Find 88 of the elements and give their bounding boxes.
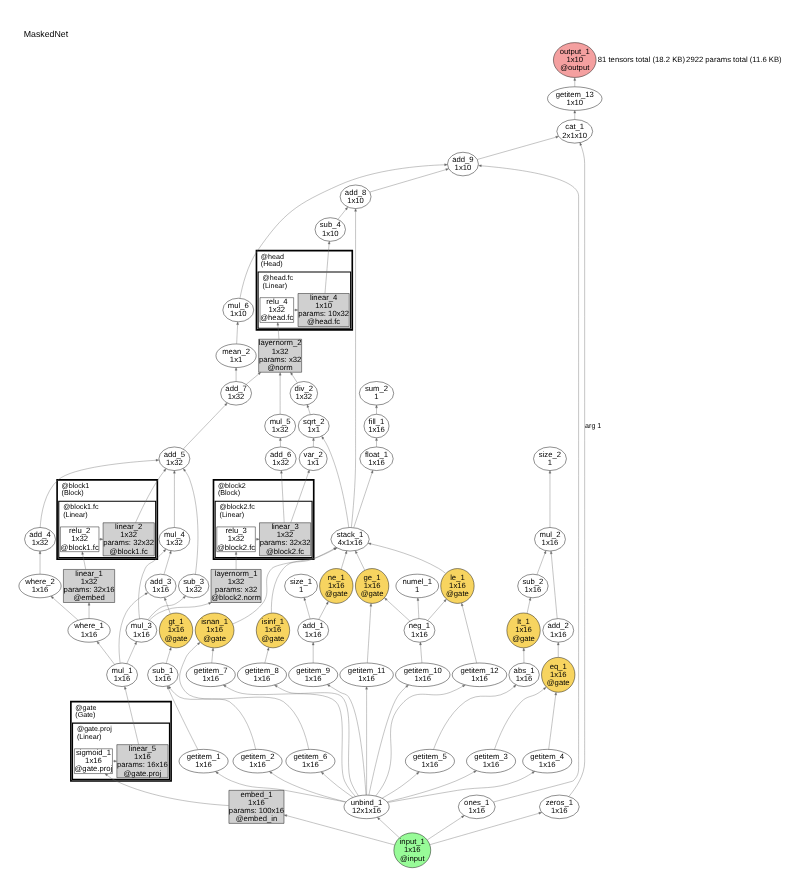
arrow — [269, 770, 347, 802]
arrow — [557, 641, 560, 657]
arrow — [381, 770, 420, 798]
arrow — [179, 641, 309, 749]
arrow — [536, 549, 547, 574]
arrow — [135, 467, 167, 522]
arrow — [303, 596, 311, 619]
arrow — [324, 240, 331, 293]
arrow — [321, 435, 349, 527]
arrow — [124, 685, 139, 744]
arrow — [50, 594, 79, 620]
arrow — [573, 109, 576, 119]
arrow — [183, 401, 228, 449]
arrow — [96, 640, 115, 664]
arrow — [234, 550, 238, 569]
arrow — [550, 549, 558, 618]
arrow — [477, 135, 559, 159]
arrow — [81, 550, 86, 569]
arrow — [367, 541, 446, 573]
arrow — [166, 646, 172, 663]
arrow — [375, 403, 378, 414]
arrow — [239, 162, 448, 298]
arrow — [126, 640, 137, 663]
arrow — [522, 646, 525, 663]
arrow — [327, 683, 367, 795]
arrow — [351, 207, 357, 527]
arrow — [173, 469, 176, 527]
arrow — [118, 591, 148, 663]
arrow — [232, 546, 338, 624]
arrow — [384, 596, 411, 621]
arrow — [274, 683, 359, 795]
arrow — [264, 646, 270, 663]
arrow — [375, 683, 466, 796]
arrow — [321, 770, 354, 797]
arrow — [246, 371, 261, 384]
arrow — [494, 685, 547, 749]
arrow — [223, 683, 356, 796]
arrow — [312, 436, 315, 447]
arrow — [168, 684, 256, 749]
arrow — [353, 469, 374, 527]
arrow — [461, 601, 477, 663]
arrow — [341, 549, 348, 569]
arrow — [163, 549, 172, 574]
arrow — [271, 546, 337, 612]
arrow — [429, 811, 542, 844]
arrow — [433, 683, 517, 749]
arrow — [548, 691, 557, 749]
arrow — [215, 770, 347, 802]
arrow — [318, 600, 329, 619]
arrow — [276, 321, 280, 339]
arrow — [365, 685, 368, 795]
arrow — [375, 436, 378, 447]
arrow — [306, 403, 311, 414]
arrow — [280, 469, 285, 522]
arrow — [40, 458, 159, 527]
arrow — [387, 770, 535, 802]
arrow — [211, 646, 214, 663]
arrow — [367, 602, 373, 663]
arrow — [368, 683, 409, 795]
arrow — [568, 141, 585, 796]
arrow — [167, 684, 199, 749]
arrow — [526, 596, 532, 613]
arrow — [478, 163, 579, 802]
arrow — [337, 205, 348, 219]
arrow — [183, 467, 199, 574]
arrow — [279, 436, 282, 447]
arrow — [98, 537, 104, 540]
arrow — [290, 371, 298, 382]
arrow — [419, 640, 423, 663]
arrow — [149, 601, 212, 620]
arrow — [164, 596, 171, 613]
arrow — [290, 468, 310, 522]
arrow — [369, 167, 449, 192]
arrow — [278, 371, 282, 414]
arrow — [138, 548, 167, 618]
arrow — [377, 816, 400, 837]
arrow — [427, 814, 465, 840]
arrow — [427, 598, 447, 620]
arrow — [573, 76, 576, 86]
arrow — [234, 366, 238, 381]
arrow — [283, 813, 395, 845]
arrow — [104, 772, 229, 805]
arrow — [312, 641, 315, 663]
arrow — [236, 320, 239, 344]
arrow — [416, 596, 420, 618]
arrow — [386, 769, 477, 802]
arrow — [355, 549, 365, 570]
arrow — [147, 594, 186, 619]
